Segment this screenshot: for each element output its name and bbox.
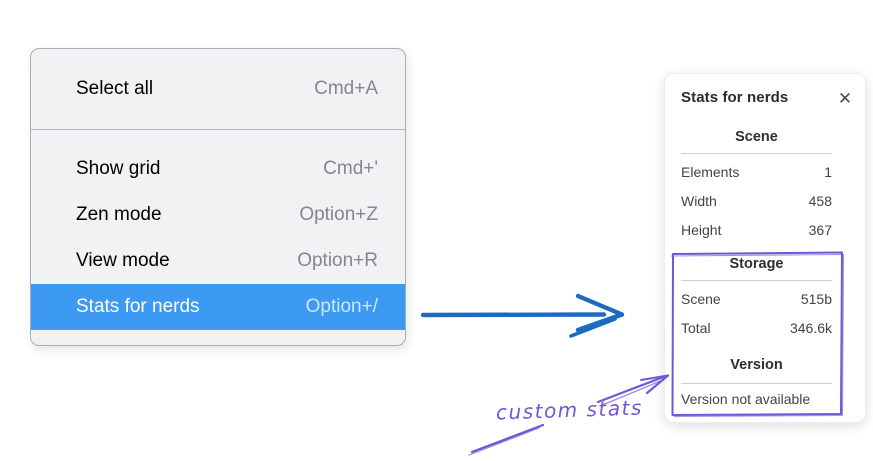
menu-item-shortcut: Cmd+' — [323, 158, 378, 179]
stat-label: Height — [681, 221, 722, 238]
menu-item-shortcut: Cmd+A — [314, 78, 378, 99]
menu-item-shortcut: Option+R — [297, 250, 378, 271]
version-section-heading: Version — [730, 357, 783, 373]
menu-divider — [31, 129, 405, 130]
stats-panel: Stats for nerds Scene Elements 1 Width 4… — [664, 73, 866, 423]
close-icon[interactable]: ✕ — [837, 88, 853, 108]
stat-label: Scene — [681, 290, 721, 307]
stats-panel-title: Stats for nerds — [681, 89, 789, 106]
stat-value: 367 — [808, 221, 832, 238]
stat-value: 458 — [808, 192, 832, 209]
pointer-arrow-icon — [420, 293, 625, 338]
menu-item-label: Stats for nerds — [76, 296, 200, 317]
menu-item-shortcut: Option+Z — [299, 204, 378, 225]
context-menu: Select all Cmd+A Show grid Cmd+' Zen mod… — [30, 48, 406, 346]
menu-item-label: View mode — [76, 250, 170, 271]
context-menu-section-top: Select all Cmd+A — [31, 49, 405, 129]
menu-item-shortcut: Option+/ — [305, 296, 378, 317]
menu-item-stats-for-nerds[interactable]: Stats for nerds Option+/ — [31, 284, 405, 330]
custom-stats-label: custom stats — [495, 395, 644, 425]
menu-item-view-mode[interactable]: View mode Option+R — [31, 238, 405, 284]
scene-section-rule — [681, 153, 832, 154]
stat-row-width: Width 458 — [681, 186, 832, 215]
storage-section-heading: Storage — [729, 256, 784, 272]
stat-row-height: Height 367 — [681, 215, 832, 244]
stat-label: Total — [681, 319, 711, 336]
menu-item-label: Zen mode — [76, 204, 162, 225]
stat-row-total-storage: Total 346.6k — [681, 313, 832, 342]
menu-item-select-all[interactable]: Select all Cmd+A — [31, 62, 405, 116]
menu-item-zen-mode[interactable]: Zen mode Option+Z — [31, 192, 405, 238]
stat-row-elements: Elements 1 — [681, 157, 832, 186]
context-menu-section-bottom: Show grid Cmd+' Zen mode Option+Z View m… — [31, 130, 405, 345]
storage-section-rule — [681, 280, 832, 281]
stat-value: 1 — [824, 163, 832, 180]
stat-label: Elements — [681, 163, 740, 180]
stat-value: 515b — [800, 290, 832, 307]
menu-item-label: Select all — [76, 78, 154, 99]
scene-section-heading: Scene — [735, 129, 778, 145]
stat-row-scene-storage: Scene 515b — [681, 284, 832, 313]
stat-value: 346.6k — [789, 319, 832, 336]
menu-item-show-grid[interactable]: Show grid Cmd+' — [31, 146, 405, 192]
version-note: Version not available — [681, 391, 811, 407]
stat-label: Width — [681, 192, 717, 209]
menu-item-label: Show grid — [76, 158, 161, 179]
version-section-rule — [681, 383, 832, 384]
stats-panel-header: Stats for nerds — [681, 89, 832, 106]
